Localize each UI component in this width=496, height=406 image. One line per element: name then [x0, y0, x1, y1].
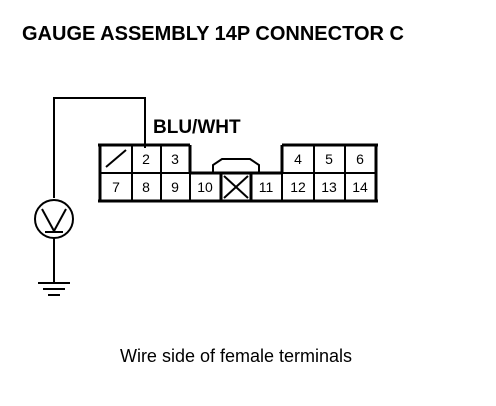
- pin-11-label: 11: [259, 179, 274, 195]
- pin-4-label: 4: [294, 151, 302, 167]
- test-lead-wire: [53, 97, 146, 198]
- pin-3-label: 3: [171, 151, 179, 167]
- pin-6-label: 6: [356, 151, 364, 167]
- pin-7-label: 7: [112, 179, 120, 195]
- wire-color-label: BLU/WHT: [153, 117, 241, 138]
- pin-12-label: 12: [290, 179, 306, 195]
- ground-icon: [38, 282, 70, 296]
- diagram-title: GAUGE ASSEMBLY 14P CONNECTOR C: [22, 23, 404, 45]
- pin-5-label: 5: [325, 151, 333, 167]
- connector-c: 2 3 4 5 6 7 8 9 10 11 12 13 14: [98, 143, 378, 203]
- pin-2-label: 2: [142, 151, 150, 167]
- blank-cavity-x: [223, 175, 249, 199]
- voltmeter-icon: [34, 199, 74, 239]
- diagram-caption: Wire side of female terminals: [120, 346, 352, 366]
- pin-14-label: 14: [352, 179, 368, 195]
- pin-8-label: 8: [142, 179, 150, 195]
- pin-13-label: 13: [321, 179, 337, 195]
- pin-9-label: 9: [171, 179, 179, 195]
- pin-10-label: 10: [197, 179, 213, 195]
- pin-1-empty-cavity: [105, 149, 127, 168]
